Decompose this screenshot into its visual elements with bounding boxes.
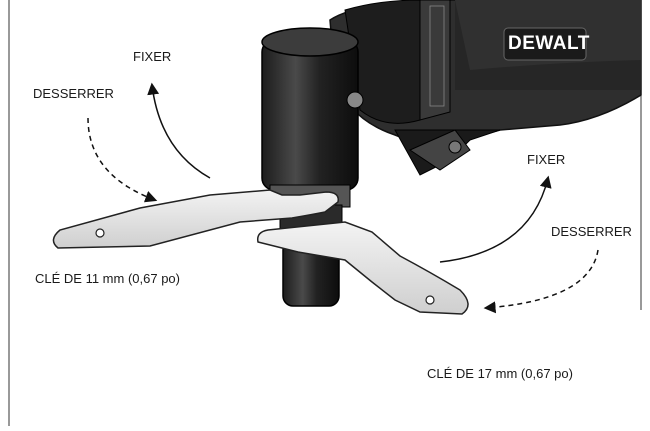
arrow-fixer-right xyxy=(439,175,552,263)
label-wrench-11mm: CLÉ DE 11 mm (0,67 po) xyxy=(35,271,180,286)
brand-text: DEWALT xyxy=(508,33,590,54)
collet-assembly xyxy=(261,27,364,307)
label-desserrer-right: DESSERRER xyxy=(551,224,632,239)
arrow-desserrer-left xyxy=(87,117,158,203)
label-fixer-left: FIXER xyxy=(133,49,172,64)
brand-logo xyxy=(503,27,587,61)
wrench-11mm xyxy=(52,189,339,249)
label-wrench-17mm: CLÉ DE 17 mm (0,67 po) xyxy=(427,366,573,381)
tool-body xyxy=(329,0,642,176)
label-desserrer-left: DESSERRER xyxy=(33,86,114,101)
arrow-fixer-left xyxy=(147,82,211,179)
wrench-17mm xyxy=(256,221,469,315)
label-fixer-right: FIXER xyxy=(527,152,566,167)
arrow-desserrer-right xyxy=(483,249,599,314)
